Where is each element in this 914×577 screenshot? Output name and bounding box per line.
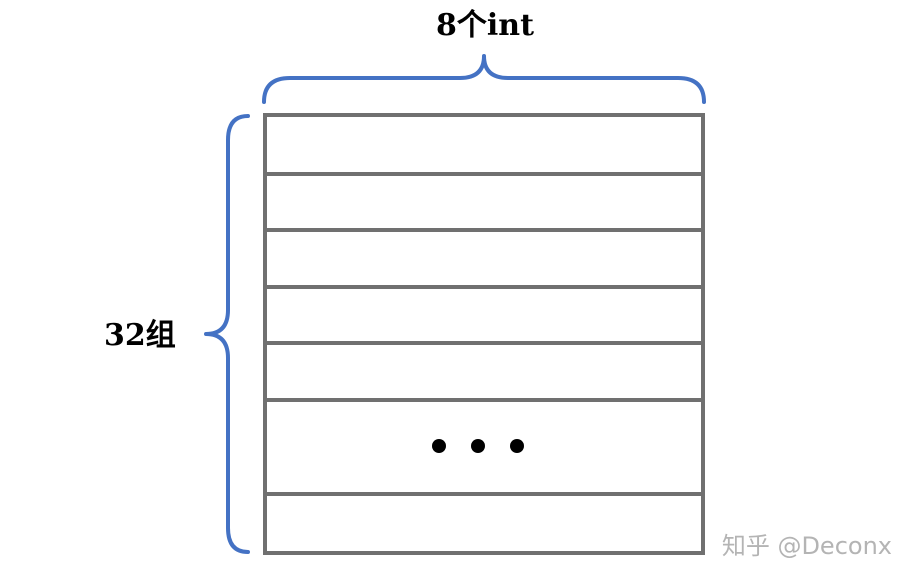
left-brace (204, 114, 250, 554)
ellipsis-dot (432, 439, 446, 453)
watermark: 知乎 @Deconx (721, 532, 892, 560)
ellipsis-dot (471, 439, 485, 453)
grid-outer-box (263, 113, 705, 555)
ellipsis-dot (510, 439, 524, 453)
top-brace (262, 54, 706, 104)
row-dividers (265, 172, 703, 496)
row-count-label: 32组 (104, 318, 176, 353)
column-count-label: 8个int (436, 8, 534, 43)
ellipsis-dots (432, 439, 524, 453)
